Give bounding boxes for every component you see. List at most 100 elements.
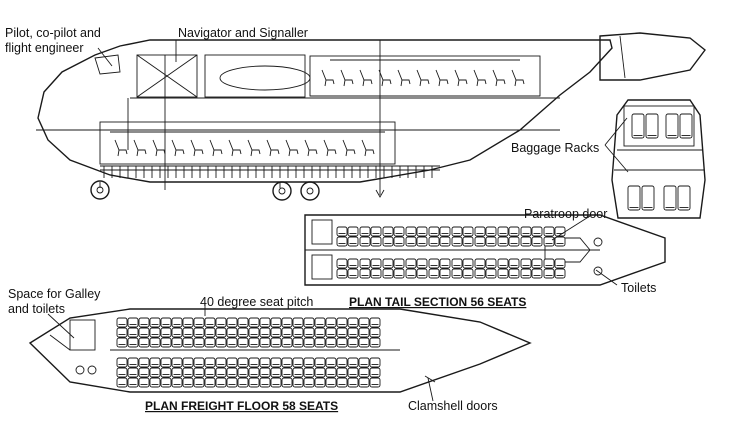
seat [193, 337, 205, 348]
fuselage-outline [37, 39, 613, 183]
seat [543, 226, 555, 237]
seat [281, 317, 293, 328]
crew-label-line-1: Pilot, co-pilot and [5, 26, 101, 40]
fuselage-cross-section [604, 99, 706, 219]
seat [520, 226, 532, 237]
seat [358, 357, 370, 368]
seat [281, 337, 293, 348]
seat [554, 258, 566, 269]
seat [171, 139, 185, 157]
seat [677, 185, 691, 211]
seat [520, 268, 532, 279]
seat [323, 139, 337, 157]
plan-tail-section [304, 214, 666, 286]
seat [336, 258, 348, 269]
seat [428, 258, 440, 269]
seat [266, 139, 280, 157]
seat [454, 69, 468, 87]
seat [270, 337, 282, 348]
seat [347, 226, 359, 237]
seat [336, 337, 348, 348]
seat [462, 236, 474, 247]
seat [292, 367, 304, 378]
freight-floor-title: PLAN FREIGHT FLOOR 58 SEATS [145, 399, 338, 413]
seat [369, 327, 381, 338]
seat [292, 377, 304, 388]
seat [127, 367, 139, 378]
seat [138, 367, 150, 378]
seat [336, 367, 348, 378]
seat [303, 367, 315, 378]
seat [416, 236, 428, 247]
seat [439, 268, 451, 279]
seat [314, 367, 326, 378]
seat [543, 258, 555, 269]
seat [303, 377, 315, 388]
seat [428, 268, 440, 279]
seat [325, 337, 337, 348]
seat [160, 337, 172, 348]
seat [226, 357, 238, 368]
seat [393, 236, 405, 247]
seat [193, 327, 205, 338]
seat [160, 367, 172, 378]
leader-lines [47, 40, 618, 402]
seat [485, 268, 497, 279]
seat [325, 367, 337, 378]
seat [281, 377, 293, 388]
seat [314, 337, 326, 348]
seat [342, 139, 356, 157]
seat [369, 367, 381, 378]
seat [138, 377, 150, 388]
crew-label-line-2: flight engineer [5, 41, 84, 55]
seat [492, 69, 506, 87]
seat [226, 327, 238, 338]
seat [270, 367, 282, 378]
seat [416, 226, 428, 237]
seat [321, 69, 335, 87]
seat [358, 377, 370, 388]
seat [171, 367, 183, 378]
seat [160, 327, 172, 338]
seat [663, 185, 677, 211]
seat [160, 317, 172, 328]
seat [531, 226, 543, 237]
seat [347, 377, 359, 388]
galley-label-line-2: and toilets [8, 302, 65, 316]
seat [182, 377, 194, 388]
seat [474, 258, 486, 269]
seat [138, 357, 150, 368]
seat [149, 337, 161, 348]
seat [347, 236, 359, 247]
seat [149, 357, 161, 368]
seat [226, 377, 238, 388]
seat [508, 236, 520, 247]
seat [435, 69, 449, 87]
seat [462, 226, 474, 237]
seat [190, 139, 204, 157]
seat [473, 69, 487, 87]
seat [138, 327, 150, 338]
seat-pitch-label: 40 degree seat pitch [200, 295, 313, 309]
seat [149, 327, 161, 338]
seat [405, 236, 417, 247]
baggage-racks-label: Baggage Racks [511, 141, 599, 155]
galley-label-line-1: Space for Galley [8, 287, 101, 301]
seat [171, 327, 183, 338]
seat [462, 258, 474, 269]
seat [369, 357, 381, 368]
seat [370, 236, 382, 247]
seat [508, 226, 520, 237]
seat [303, 327, 315, 338]
seat [370, 258, 382, 269]
seat [204, 357, 216, 368]
seat [627, 185, 641, 211]
seat [259, 317, 271, 328]
seat [204, 317, 216, 328]
seat [347, 258, 359, 269]
seat [248, 327, 260, 338]
seat [369, 337, 381, 348]
seat [149, 317, 161, 328]
seat [116, 317, 128, 328]
seat [336, 236, 348, 247]
